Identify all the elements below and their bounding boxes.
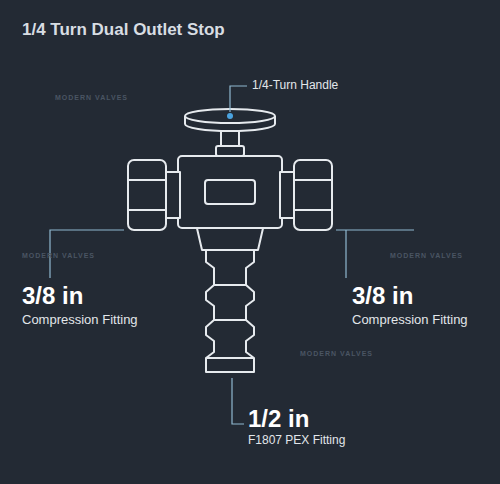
handle-dot (227, 113, 233, 119)
body-window (205, 180, 255, 204)
diagram-title: 1/4 Turn Dual Outlet Stop (22, 20, 225, 40)
right-nut-flats (294, 180, 332, 210)
part-label: Compression Fitting (352, 313, 468, 328)
callout-label: 1/4-Turn Handle (252, 79, 338, 93)
watermark: MODERN VALVES (22, 252, 95, 260)
watermark: MODERN VALVES (300, 350, 373, 358)
part-label: Compression Fitting (22, 313, 138, 328)
bottom-leader (232, 378, 244, 424)
watermark: MODERN VALVES (390, 252, 463, 260)
valve-drawing (128, 109, 332, 372)
leader-lines (50, 86, 414, 424)
valve-body (178, 156, 282, 228)
left-nut (128, 160, 166, 230)
dimension-label: 1/2 in (248, 405, 309, 433)
dimension-label: 3/8 in (22, 282, 83, 310)
barb-ribs (206, 285, 254, 358)
part-label: F1807 PEX Fitting (248, 434, 345, 448)
pex-barb (206, 248, 254, 372)
stem-collar (216, 146, 244, 156)
watermark: MODERN VALVES (55, 94, 128, 102)
right-nut (294, 160, 332, 230)
handle-leader (230, 86, 247, 112)
dimension-label: 3/8 in (352, 282, 413, 310)
left-nut-flats (128, 180, 166, 210)
